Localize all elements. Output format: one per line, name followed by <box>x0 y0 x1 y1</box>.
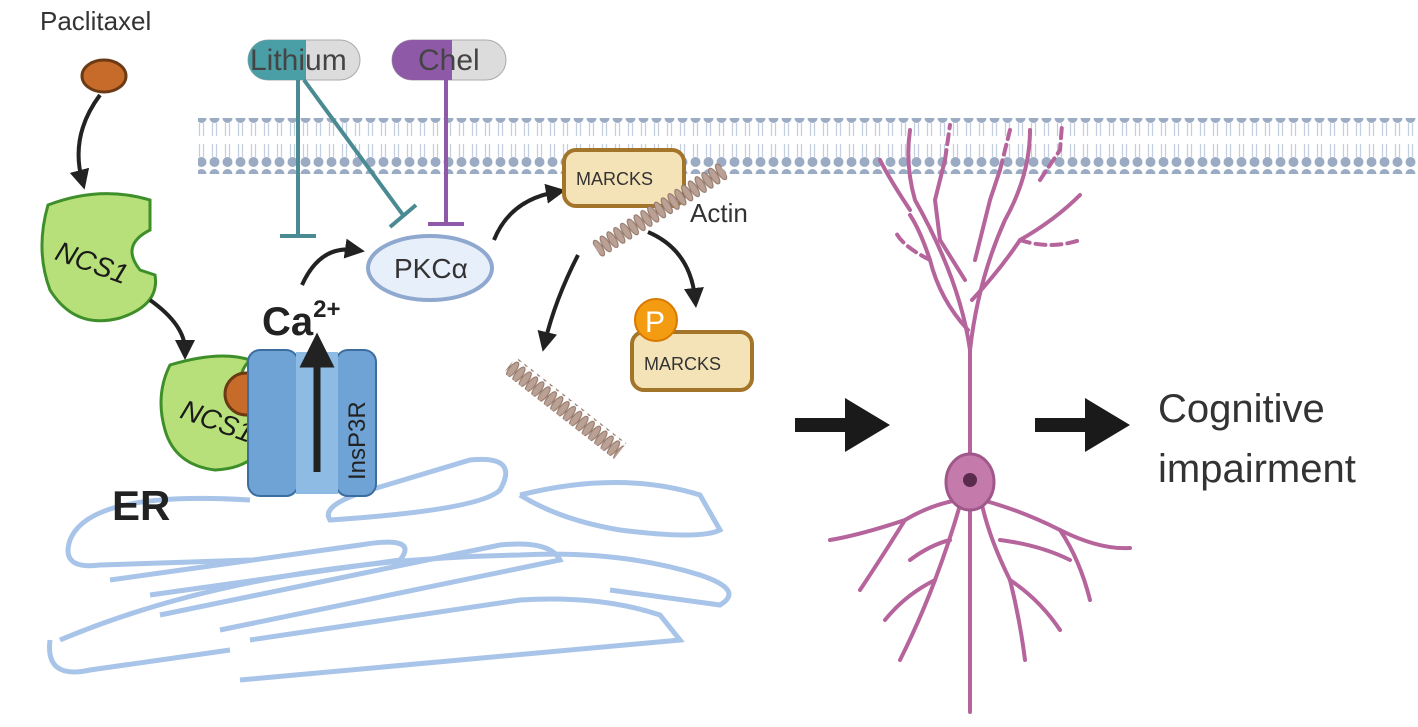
marcks-bottom-label: MARCKS <box>644 354 721 374</box>
arrow-actin-release <box>537 254 580 352</box>
lithium-label: Lithium <box>250 44 347 77</box>
phosphate-label: P <box>645 306 665 339</box>
arrow-phosphorylation <box>647 230 704 308</box>
outcome-line-2: impairment <box>1158 447 1356 491</box>
arrow-to-neuron <box>795 398 890 452</box>
marcks-top <box>562 148 686 208</box>
phosphate-group <box>634 298 678 342</box>
plasma-membrane <box>198 118 1418 174</box>
lithium-inhibit-line-2 <box>302 78 405 217</box>
lithium-inhibit-bar-2 <box>388 203 418 229</box>
actin-filament-2 <box>503 357 627 459</box>
insp3r-left <box>247 349 299 497</box>
neuron-nucleus <box>963 473 977 487</box>
marcks-bottom <box>630 330 754 392</box>
arrow-pkc-marcks <box>492 183 566 241</box>
paclitaxel-label: Paclitaxel <box>40 6 151 36</box>
outcome-line-1: Cognitive <box>1158 387 1325 431</box>
insp3r-label: InsP3R <box>344 401 371 480</box>
actin-label: Actin <box>690 198 748 228</box>
calcium-label: Ca2+ <box>262 296 341 344</box>
chel-pill: Chel <box>391 39 507 81</box>
ncs1-top <box>40 192 158 323</box>
arrow-ca-pkc <box>300 238 365 286</box>
pkc-alpha-label: PKCα <box>394 253 468 284</box>
chel-label: Chel <box>418 44 480 77</box>
neuron <box>828 123 1132 714</box>
arrow-to-outcome <box>1035 398 1130 452</box>
er-membrane <box>47 456 732 683</box>
paclitaxel-molecule <box>80 58 128 94</box>
er-label: ER <box>112 482 170 529</box>
arrow-ncs1-ncs1 <box>148 298 195 360</box>
actin-filament-1 <box>591 161 729 259</box>
pkc-alpha <box>366 234 494 302</box>
marcks-top-label: MARCKS <box>576 169 653 189</box>
lithium-pill: Lithium <box>247 39 361 81</box>
arrow-paclitaxel-ncs1 <box>69 93 102 190</box>
